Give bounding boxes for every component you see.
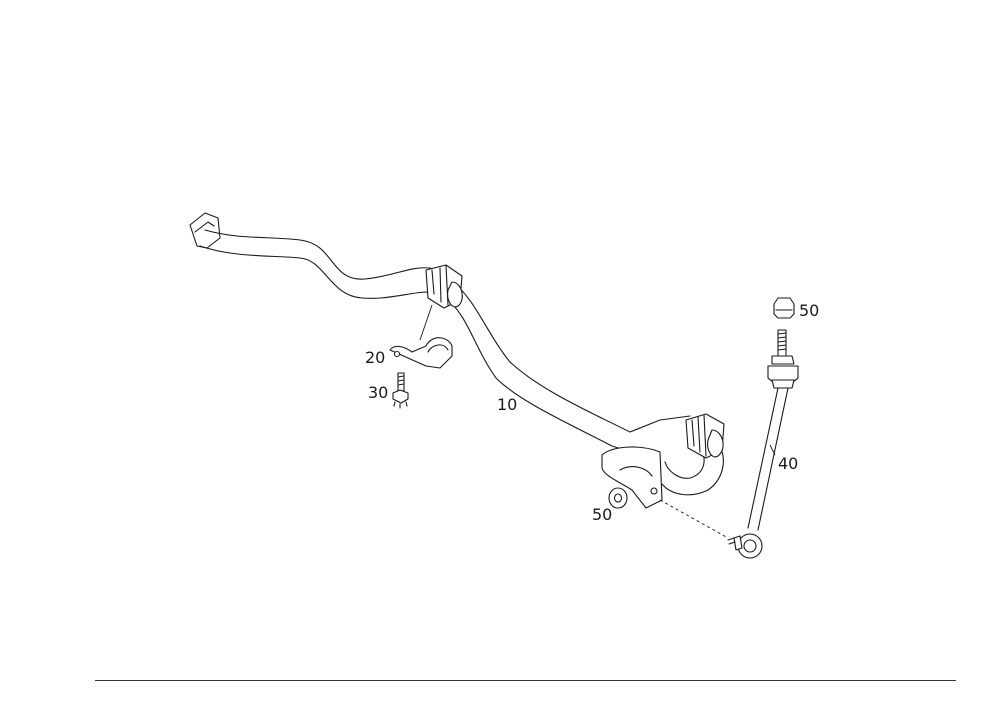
nut-top <box>773 297 795 319</box>
leader-40 <box>769 444 776 456</box>
bolt <box>392 372 409 409</box>
callout-10: 10 <box>497 395 517 414</box>
stabilizer-bar <box>189 212 724 509</box>
footer-rule <box>95 680 956 681</box>
assembly-line <box>659 499 729 539</box>
callout-30: 30 <box>368 383 388 402</box>
bar-bushing-right <box>685 413 725 459</box>
callout-20: 20 <box>365 348 385 367</box>
callout-50-top: 50 <box>799 301 819 320</box>
nut-lower <box>608 487 628 509</box>
callout-40: 40 <box>778 454 798 473</box>
callout-50-lower: 50 <box>592 505 612 524</box>
coupling-link <box>727 329 799 559</box>
bar-bushing-left <box>425 264 463 309</box>
bracket <box>389 304 453 369</box>
